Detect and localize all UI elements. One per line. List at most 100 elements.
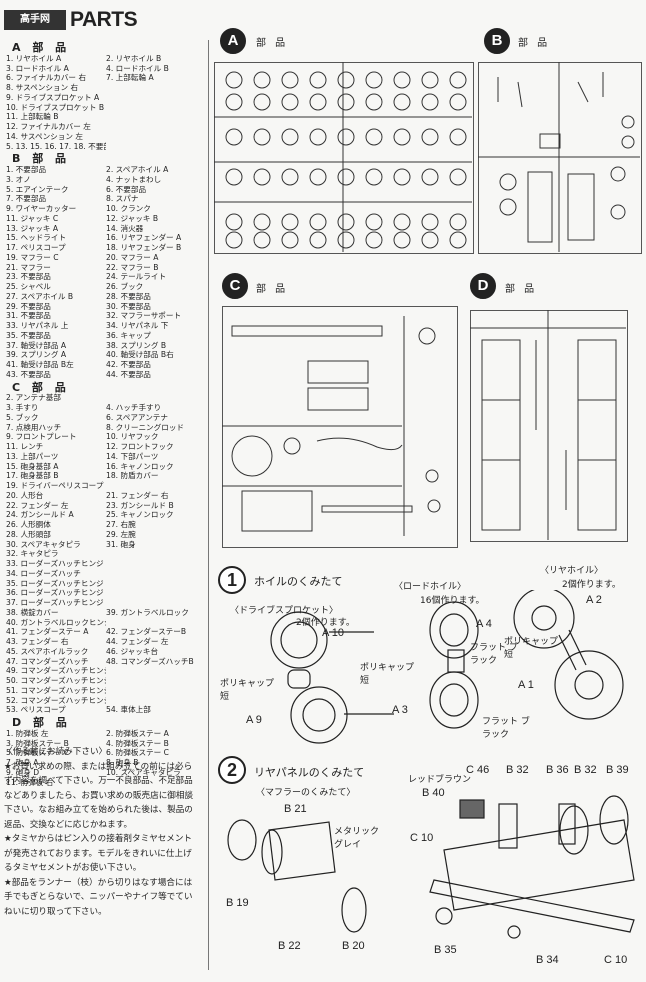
- legend-cell: 1. 防弾板 左: [6, 728, 49, 738]
- sprue-b-drawing: [478, 62, 640, 252]
- legend-cell: 4. ナットまわし: [106, 174, 162, 184]
- legend-cell: 11. 防弾板 右: [6, 777, 54, 787]
- part-b35: B 35: [434, 944, 457, 956]
- notes-paragraph-1: ★お買い求めの際、または組み立ての前には必らず内容を調べて下さい。万一不良部品、…: [4, 761, 194, 830]
- legend-cell: [106, 676, 206, 686]
- rear-caption: 〈リヤホイル〉: [540, 566, 604, 576]
- legend-row: 2. アンテナ基部: [6, 393, 206, 403]
- legend-cell: 36. ローダーズハッチヒンジ A: [6, 588, 106, 598]
- sprue-wheel: [253, 93, 271, 111]
- sprue-wheel: [337, 93, 355, 111]
- legend-cell: 28. 人形頭部: [6, 529, 51, 539]
- legend-cell: [106, 598, 206, 608]
- legend-cell: 13. ジャッキ A: [6, 223, 59, 233]
- step-1-number: 1: [218, 566, 246, 594]
- legend-cell: 27. スペアホイル B: [6, 291, 74, 301]
- legend-cell: 43. フェンダー 右: [6, 637, 69, 646]
- sprue-a-frame: [214, 62, 474, 254]
- legend-cell: [106, 686, 206, 696]
- sprue-wheel: [365, 213, 383, 231]
- legend-cell: [106, 393, 206, 403]
- sprue-wheel: [337, 168, 355, 186]
- legend-cell: 32. マフラーサポート: [106, 311, 182, 321]
- sprue-wheel: [281, 213, 299, 231]
- sprue-wheel: [449, 93, 467, 111]
- sprue-wheel: [393, 168, 411, 186]
- sprue-wheel: [421, 128, 439, 146]
- legend-cell: 25. キャノンロック: [106, 510, 174, 520]
- legend-cell: 16. リヤフェンダー A: [106, 233, 182, 243]
- legend-cell: 33. ローダーズハッチヒンジ C: [6, 559, 106, 568]
- legend-cell: 30. 不要部品: [106, 301, 151, 311]
- legend-cell: 50. コマンダーズハッチヒンジ B: [6, 676, 106, 685]
- legend-cell: 29. 不要部品: [6, 301, 51, 311]
- legend-cell: 14. サスペンション 左: [6, 131, 83, 141]
- legend-row: 36. ローダーズハッチヒンジ A: [6, 588, 206, 598]
- legend-cell: 39. スプリング A: [6, 350, 67, 360]
- sprue-wheel: [253, 168, 271, 186]
- part-b20: B 20: [342, 940, 365, 952]
- legend-row: 8. サスペンション 右: [6, 83, 206, 93]
- sprue-wheel: [421, 93, 439, 111]
- legend-cell: 8. スパナ: [106, 194, 139, 204]
- legend-cell: 11. レンチ: [6, 442, 44, 451]
- legend-section-title: A 部 品: [12, 41, 71, 54]
- legend-cell: 14. 下部パーツ: [106, 451, 159, 461]
- legend-cell: 6. ファイナルカバー 右: [6, 73, 87, 83]
- legend-row: 52. コマンダーズハッチヒンジ D: [6, 696, 206, 706]
- sprue-wheel: [365, 168, 383, 186]
- sprue-wheel: [393, 93, 411, 111]
- legend-cell: [106, 569, 206, 579]
- sprue-wheel: [253, 128, 271, 146]
- legend-cell: 23. 不要部品: [6, 272, 51, 282]
- sprue-wheel: [225, 71, 243, 89]
- legend-cell: 44. 不要部品: [106, 369, 151, 379]
- legend-cell: 5. エアインテーク: [6, 184, 69, 194]
- legend-cell: 2. スペアホイル A: [106, 165, 169, 174]
- sprue-wheel: [365, 71, 383, 89]
- sprue-c-letter: C: [222, 273, 248, 299]
- legend-cell: 37. ローダーズハッチヒンジ B: [6, 598, 106, 607]
- legend-cell: 29. 左腕: [106, 529, 136, 539]
- legend-cell: [106, 112, 206, 122]
- legend-row: 1. 不要部品 2. スペアホイル A: [6, 165, 206, 175]
- road-qty: 16個作ります。: [420, 596, 485, 606]
- legend-cell: 6. 防弾板ステー C: [106, 748, 169, 758]
- legend-cell: 17. ペリスコープ: [6, 243, 66, 252]
- sprue-wheel: [253, 213, 271, 231]
- legend-cell: 1. リヤホイル A: [6, 53, 62, 63]
- sprue-b-letter: B: [484, 28, 510, 54]
- legend-cell: 17. 砲身基部 B: [6, 471, 59, 481]
- legend-cell: 54. 車体上部: [106, 705, 151, 715]
- step-2-number: 2: [218, 756, 246, 784]
- legend-cell: 45. スペアホイルラック: [6, 646, 89, 656]
- legend-cell: 40. 軸受け部品 B右: [106, 350, 174, 360]
- legend-cell: 5. 13. 15. 16. 17. 18. 不要部品: [6, 141, 106, 151]
- legend-cell: 3. 防弾板ステー B: [6, 738, 69, 748]
- legend-cell: [106, 559, 206, 569]
- legend-cell: 9. ワイヤーカッター: [6, 204, 77, 213]
- legend-cell: 13. 上部パーツ: [6, 451, 59, 461]
- legend-cell: 30. スペアキャタピラ: [6, 539, 81, 549]
- legend-cell: 38. スプリング B: [106, 340, 167, 350]
- sprue-wheel: [421, 213, 439, 231]
- legend-section-title: C 部 品: [12, 380, 70, 394]
- legend-cell: 5. ブック: [6, 412, 39, 422]
- sprue-wheel: [225, 128, 243, 146]
- legend-cell: 1. 不要部品: [6, 165, 47, 174]
- legend-cell: 21. マフラー: [6, 262, 51, 272]
- metallic-grey-label: メタリック グレイ: [334, 827, 380, 850]
- legend-cell: 28. 不要部品: [106, 291, 151, 301]
- sprue-b-frame: [478, 62, 642, 254]
